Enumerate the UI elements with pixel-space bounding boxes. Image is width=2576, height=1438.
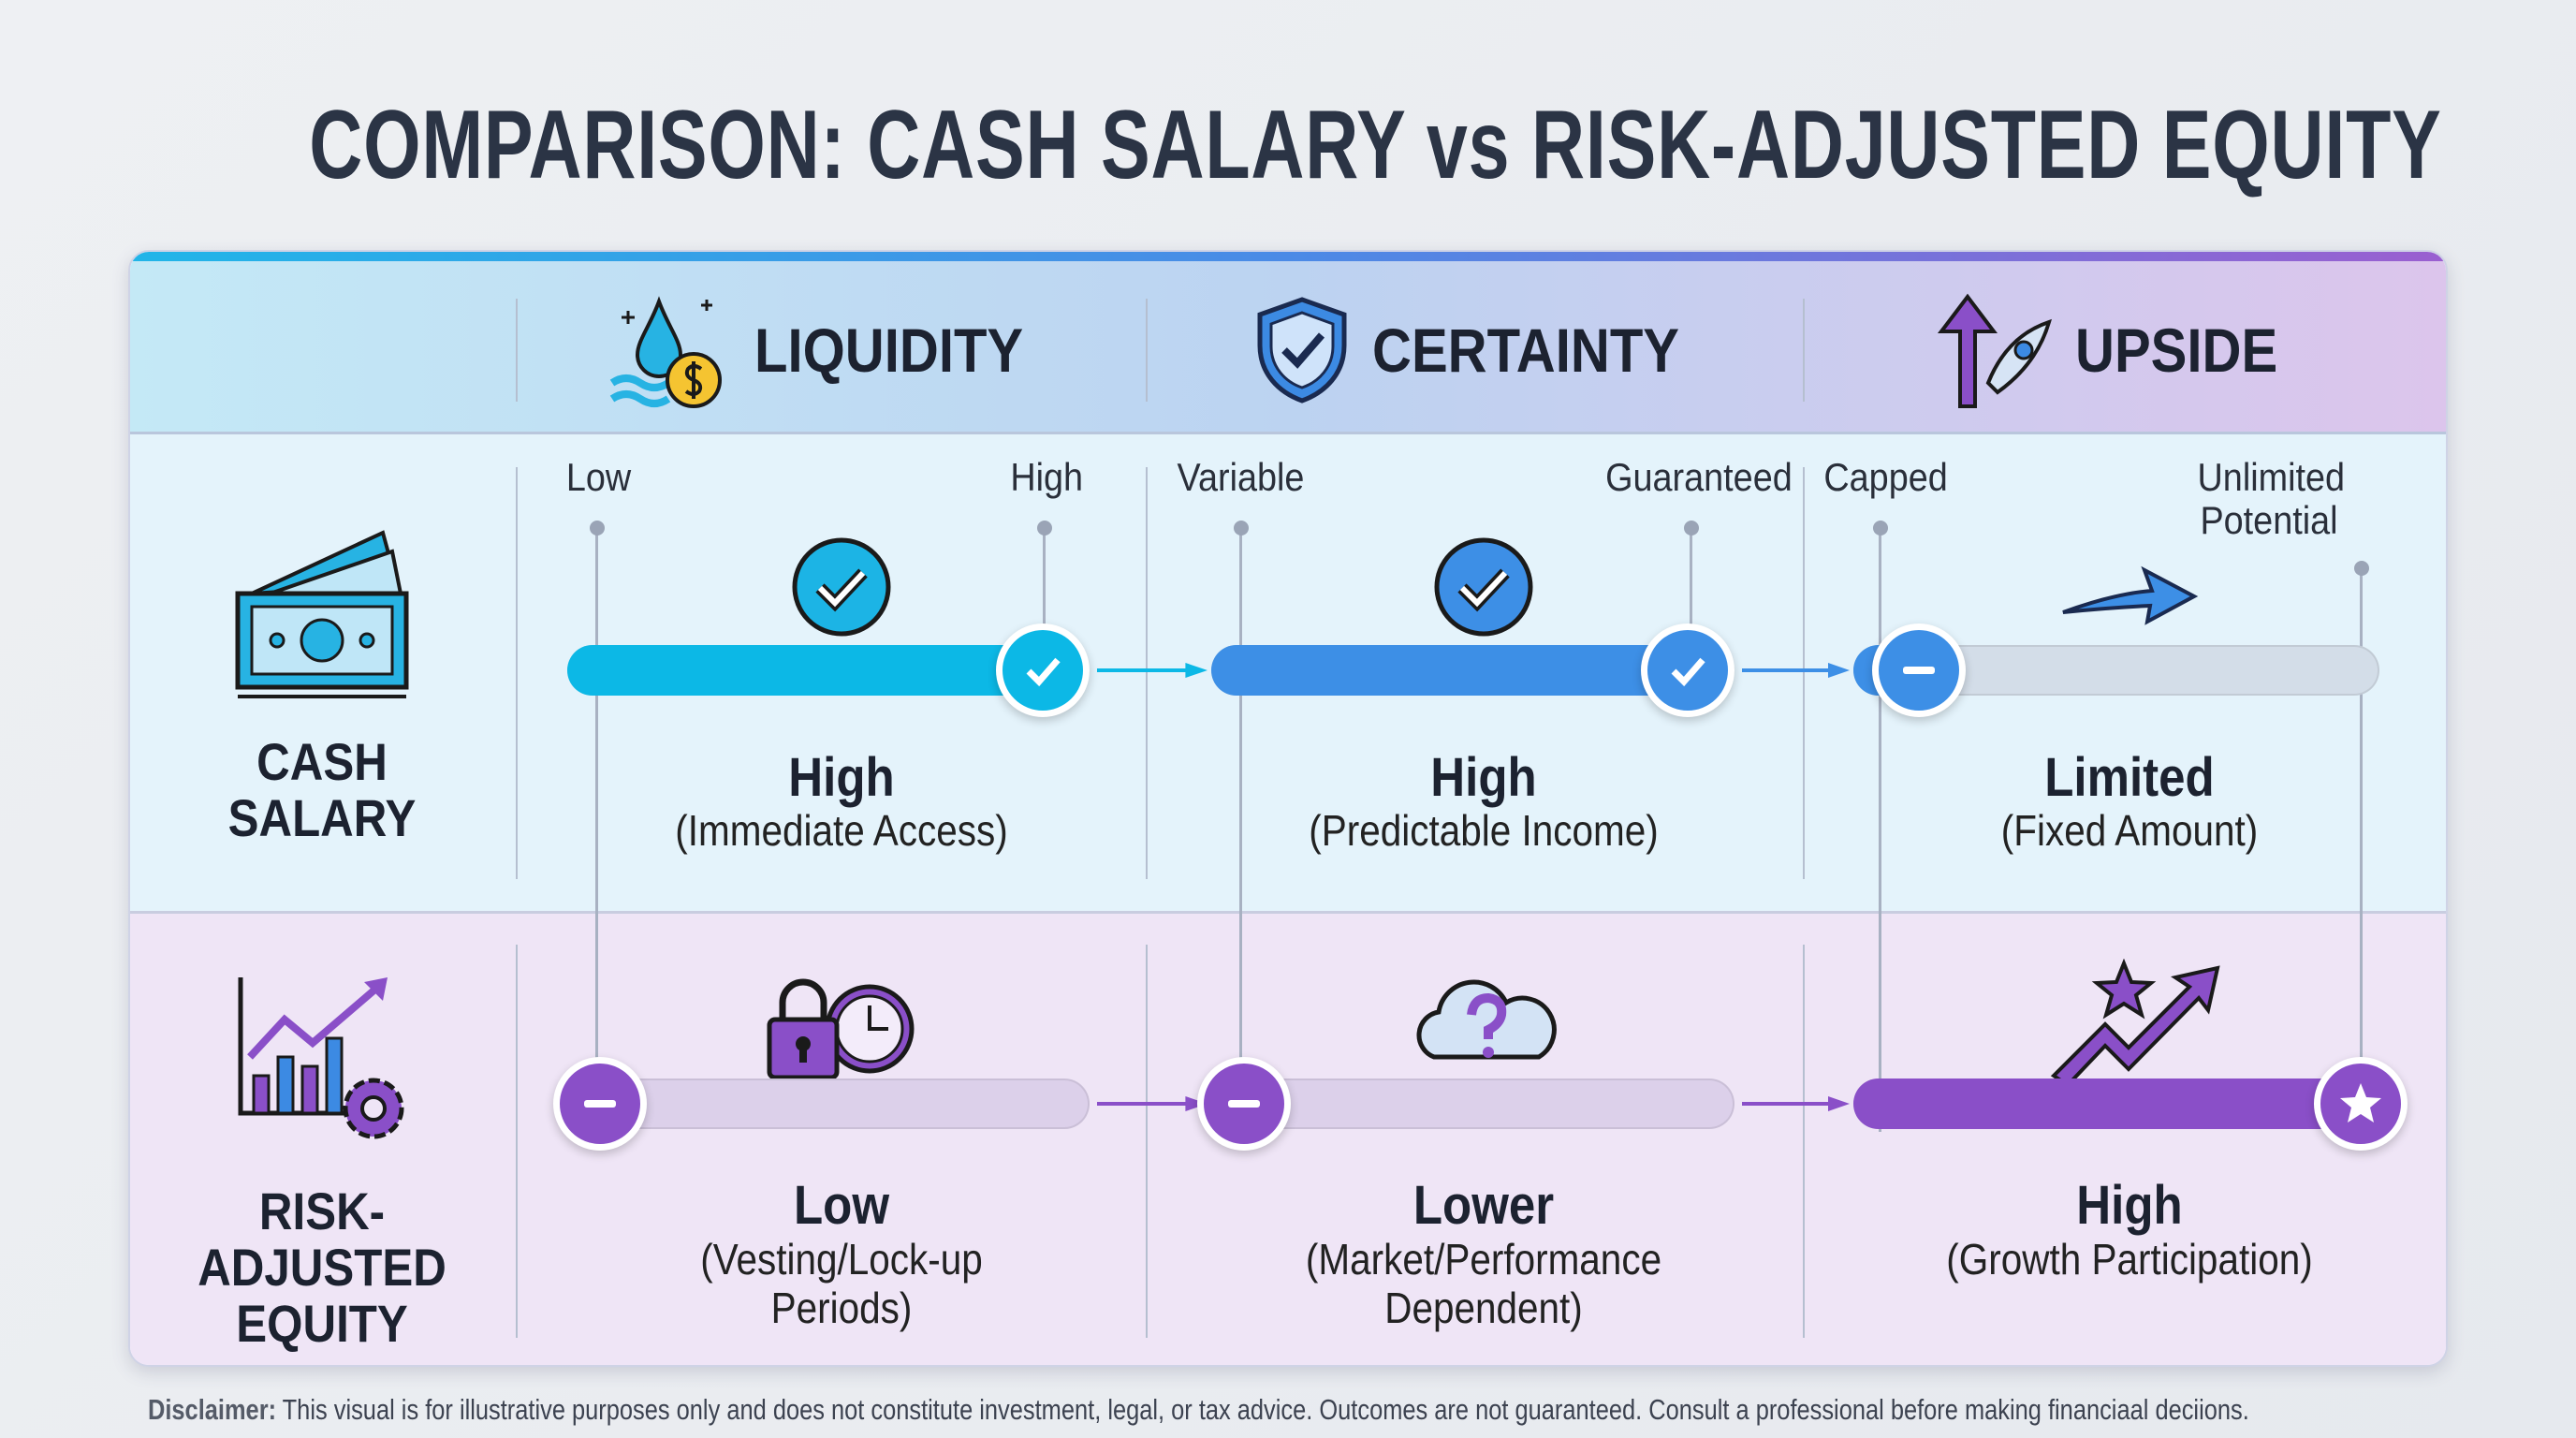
star-knob [2314, 1057, 2408, 1151]
track-fill [567, 645, 1043, 696]
row-label-line: RISK-ADJUSTED [198, 1181, 446, 1297]
disclaimer-text: This visual is for illustrative purposes… [276, 1393, 2249, 1426]
connector-arrow [1097, 661, 1208, 680]
detail-line: (Vesting/Lock-up [700, 1235, 983, 1284]
scale-label-high: High [1010, 455, 1084, 499]
connector-arrow [1742, 661, 1850, 680]
minus-icon [1903, 667, 1935, 674]
row-label-line: EQUITY [236, 1294, 408, 1353]
scale-label-capped: Capped [1823, 455, 1948, 499]
row-label-line: CASH [256, 732, 388, 791]
value-label: Low [793, 1175, 890, 1236]
scale-label-line: Potential [2200, 498, 2338, 542]
value-detail: (Growth Participation) [1946, 1235, 2313, 1284]
guide-line [1239, 528, 1242, 1132]
value-detail: (Immediate Access) [675, 806, 1008, 855]
scale-label-variable: Variable [1177, 455, 1305, 499]
water-drop-coin-icon [609, 296, 722, 408]
column-header-liquidity: LIQUIDITY [754, 315, 1024, 385]
guide-line [595, 528, 598, 1132]
divider [1803, 945, 1805, 1338]
cloud-question-icon [1416, 979, 1557, 1060]
scale-label-line: Unlimited [2197, 455, 2346, 499]
check-icon [1671, 657, 1705, 687]
divider [516, 299, 518, 402]
check-knob [996, 624, 1090, 717]
value-label: High [788, 747, 895, 808]
guide-dot [1873, 521, 1888, 536]
divider [1803, 467, 1805, 879]
detail-line: (Market/Performance [1305, 1235, 1662, 1284]
guide-line [1879, 528, 1881, 1132]
disclaimer-label: Disclaimer: [148, 1393, 277, 1426]
connector-arrow [1742, 1094, 1850, 1113]
check-circle-icon [1434, 537, 1533, 637]
row-label-equity: RISK-ADJUSTED EQUITY [137, 1183, 507, 1352]
arrow-rocket-icon [1937, 293, 2052, 408]
row-label-cash-salary: CASH SALARY [198, 734, 446, 846]
scale-label-low: Low [565, 455, 632, 499]
divider [1803, 299, 1805, 402]
check-knob [1641, 624, 1734, 717]
divider [516, 467, 518, 879]
divider [1146, 467, 1148, 879]
scale-label-unlimited: Unlimited Potential [2197, 455, 2346, 542]
track-fill [1853, 1078, 2361, 1129]
divider [516, 945, 518, 1338]
star-icon [2340, 1083, 2381, 1123]
track-bg [567, 1078, 1090, 1129]
guide-dot [1684, 521, 1699, 536]
track-fill [1211, 645, 1688, 696]
column-header-upside: UPSIDE [2075, 315, 2278, 385]
growth-arrow-star-icon [2050, 959, 2220, 1088]
shield-check-icon [1257, 297, 1347, 404]
guide-line [1690, 528, 1692, 659]
minus-icon [584, 1100, 616, 1108]
minus-knob [1872, 624, 1966, 717]
check-circle-icon [792, 537, 891, 637]
page-title: COMPARISON: CASH SALARY vs RISK-ADJUSTED… [309, 91, 2442, 199]
guide-line [1043, 528, 1046, 659]
guide-dot [1234, 521, 1249, 536]
divider [1146, 299, 1148, 402]
money-stack-icon [235, 530, 409, 698]
detail-line: Periods) [770, 1284, 913, 1332]
row-label-line: SALARY [227, 788, 417, 847]
comparison-table: LIQUIDITY CERTAINTY UPSIDE CASH SALARY R… [128, 250, 2448, 1367]
lock-clock-icon [767, 978, 915, 1080]
guide-dot [1037, 521, 1052, 536]
minus-knob [1197, 1057, 1291, 1151]
value-label: Lower [1412, 1175, 1555, 1236]
value-detail: (Predictable Income) [1309, 806, 1659, 855]
guide-line [2360, 568, 2363, 1125]
disclaimer: Disclaimer: This visual is for illustrat… [148, 1393, 2249, 1427]
minus-knob [553, 1057, 647, 1151]
guide-dot [590, 521, 605, 536]
detail-line: Dependent) [1384, 1284, 1583, 1332]
value-detail: (Fixed Amount) [2000, 806, 2259, 855]
scale-label-guaranteed: Guaranteed [1605, 455, 1793, 499]
minus-icon [1228, 1100, 1260, 1108]
connector-arrow [1097, 1094, 1208, 1113]
accent-bar [130, 252, 2446, 261]
divider [1146, 945, 1148, 1338]
track-bg [1211, 1078, 1734, 1129]
check-icon [1026, 657, 1061, 687]
value-label: High [2076, 1175, 2183, 1236]
value-label: Limited [2044, 747, 2215, 808]
guide-dot [2354, 561, 2369, 576]
growth-chart-gear-icon [238, 977, 404, 1139]
arrow-right-icon [2062, 565, 2199, 625]
column-header-certainty: CERTAINTY [1372, 315, 1680, 385]
value-label: High [1430, 747, 1537, 808]
